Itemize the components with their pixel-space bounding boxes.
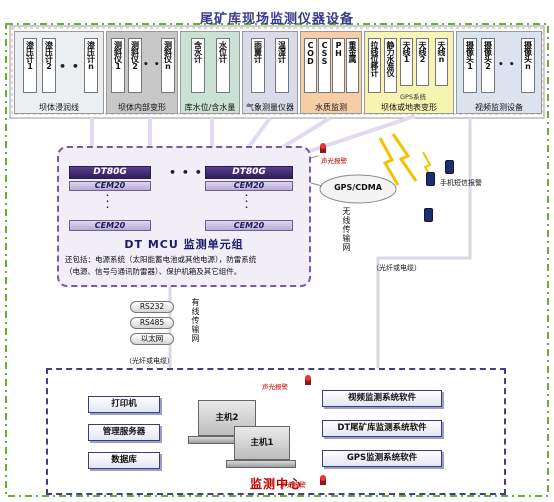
database-node: 数据库 — [88, 452, 160, 469]
instrument-ph: PH — [332, 38, 345, 93]
link-group6 — [297, 114, 416, 157]
group-video: 摄像头1 摄像头2 • • • 摄像头n 视频监测设备 — [456, 31, 542, 114]
instrument-hygrometer: 温湿计 — [275, 38, 289, 93]
instrument-moisture-meter: 含水计 — [191, 38, 205, 93]
gprs-cloud — [319, 174, 397, 204]
instrument-tray-frame — [11, 27, 543, 115]
ellipsis: • • • — [498, 60, 527, 70]
module-cem20-2a: CEM20 — [205, 181, 293, 191]
mobile-phone-icon — [445, 160, 454, 174]
ellipsis: • • • — [59, 60, 93, 73]
gprs-cloud-label: GPS/CDMA — [334, 183, 382, 192]
instrument-inclinometer-n: 测斜仪n — [161, 38, 175, 93]
video-software-node: 视频监测系统软件 — [322, 390, 442, 407]
ellipsis: • • • — [143, 60, 172, 70]
sound-alarm-label-top: 声光报警 — [321, 157, 347, 165]
outer-dashed-frame — [5, 23, 549, 497]
module-cem20-1n: CEM20 — [69, 220, 151, 231]
module-cem20-1a: CEM20 — [69, 181, 151, 191]
instrument-panel-frame — [9, 25, 545, 119]
instrument-static-level: 静力水准仪 — [384, 38, 397, 93]
module-dt80g-2: DT80G — [205, 166, 293, 179]
fiber-label-left: （光纤或电缆） — [125, 357, 174, 365]
printer-node: 打印机 — [88, 396, 160, 413]
mobile-phone-icon — [424, 208, 433, 222]
protocol-rs485: RS485 — [130, 317, 174, 329]
ellipsis: • • • — [169, 166, 203, 179]
wired-net-label: 有线传输网 — [191, 298, 200, 343]
instrument-piezometer-1: 渗压计1 — [23, 38, 37, 93]
ellipsis-vertical: ··· — [106, 191, 111, 212]
page-title: 尾矿库现场监测仪器设备 — [199, 12, 354, 27]
lightning-bolt-1 — [378, 137, 400, 186]
instrument-css: CSS — [318, 38, 331, 93]
instrument-cod: COD — [304, 38, 317, 93]
video-fiber-link — [376, 118, 472, 375]
group-surface-deformation: 拉线位移计 静力水准仪 天线1 天线2 天线n GPS系统 坝体或地表变形 — [364, 31, 454, 114]
host-1-base — [226, 460, 296, 468]
module-dt80g-1: DT80G — [69, 166, 151, 179]
instrument-camera-2: 摄像头2 — [481, 38, 495, 93]
group-label-seepage: 坝体浸润线 — [39, 103, 79, 112]
lightning-bolt-2 — [391, 133, 418, 182]
instrument-inclinometer-2: 测斜仪2 — [128, 38, 142, 93]
mcu-unit-group: DT80G CEM20 ··· CEM20 • • • DT80G CEM20 … — [57, 146, 311, 287]
wireless-net-label: 无线传输网 — [342, 207, 351, 252]
group-label-water: 库水位/含水量 — [184, 103, 236, 112]
alarm-icon — [320, 143, 326, 153]
instrument-camera-n: 摄像头n — [521, 38, 535, 93]
group-internal-deformation: 测斜仪1 测斜仪2 • • • 测斜仪n 坝体内部变形 — [106, 31, 178, 114]
gps-system-sublabel: GPS系统 — [400, 93, 427, 101]
fiber-label-right: （光纤或电缆） — [372, 264, 421, 272]
sound-alarm-label-center-top: 声光报警 — [262, 383, 288, 391]
host-1: 主机1 — [234, 426, 290, 460]
group-water-level: 含水计 水位计 库水位/含水量 — [180, 31, 240, 114]
instrument-wire-displacement: 拉线位移计 — [368, 38, 381, 93]
instrument-piezometer-2: 渗压计2 — [42, 38, 56, 93]
mcu-note-line-1: 还包括：电源系统（太阳能蓄电池或其他电源），防雷系统 — [65, 255, 257, 264]
instrument-rain-gauge: 雨量计 — [251, 38, 265, 93]
gps-software-node: GPS监测系统软件 — [322, 450, 442, 467]
management-server-node: 管理服务器 — [88, 424, 160, 441]
instrument-camera-1: 摄像头1 — [463, 38, 477, 93]
instrument-heavy-metal: 重金属 — [346, 38, 359, 93]
monitoring-center-title: 监测中心 — [249, 477, 302, 491]
group-label-water-quality: 水质监测 — [315, 103, 347, 112]
alarm-icon — [305, 375, 311, 385]
group-weather: 雨量计 温湿计 气象测量仪器 — [242, 31, 298, 114]
group-water-quality: COD CSS PH 重金属 水质监测 — [300, 31, 362, 114]
group-label-internal: 坝体内部变形 — [118, 103, 166, 112]
instrument-inclinometer-1: 测斜仪1 — [111, 38, 125, 93]
alarm-icon — [320, 475, 326, 485]
module-cem20-2n: CEM20 — [205, 220, 293, 231]
group-label-surface: 坝体或地表变形 — [381, 103, 437, 112]
group-label-video: 视频监测设备 — [475, 103, 523, 112]
protocol-rs232: RS232 — [130, 301, 174, 313]
sound-alarm-label-center-bottom: 声光报警 — [280, 481, 306, 489]
sms-alarm-label: 手机短信报警 — [440, 179, 482, 187]
protocol-ethernet: 以太网 — [130, 333, 174, 345]
mcu-note-line-2: （电源、信号与通讯防雷器）、保护机箱及其它组件。 — [65, 267, 242, 276]
instrument-piezometer-n: 渗压计n — [84, 38, 98, 93]
group-seepage-line: 渗压计1 渗压计2 • • • 渗压计n 坝体浸润线 — [14, 31, 104, 114]
dt-software-node: DT尾矿库监测系统软件 — [322, 420, 442, 437]
mobile-phone-icon — [426, 172, 435, 186]
monitoring-center: 打印机 管理服务器 数据库 主机2 主机1 视频监测系统软件 DT尾矿库监测系统… — [46, 368, 506, 495]
group-label-weather: 气象测量仪器 — [246, 103, 294, 112]
instrument-antenna-1: 天线1 — [400, 38, 413, 86]
instrument-antenna-n: 天线n — [435, 38, 448, 86]
instrument-antenna-2: 天线2 — [416, 38, 429, 86]
mcu-title: DT MCU 监测单元组 — [124, 238, 244, 251]
instrument-water-level-gauge: 水位计 — [216, 38, 230, 93]
ellipsis-vertical: ··· — [245, 191, 250, 212]
